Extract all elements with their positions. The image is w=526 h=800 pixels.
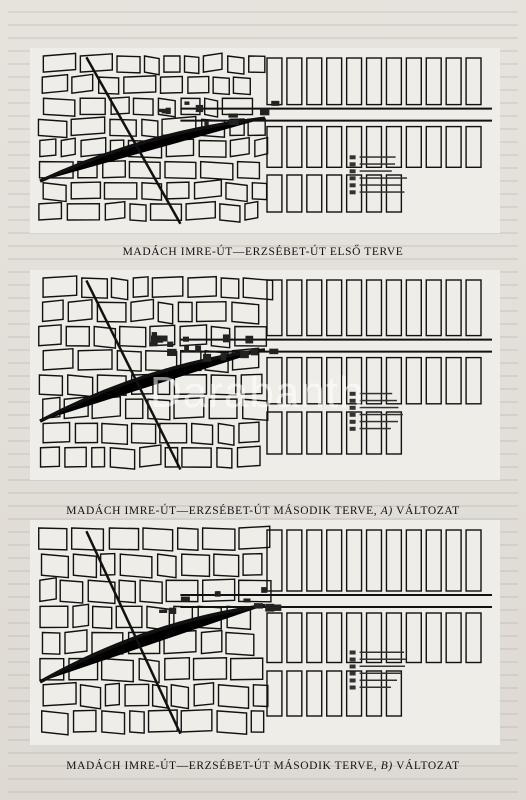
plan-2-caption-suffix: VÁLTOZAT	[396, 505, 460, 517]
plan-3-caption: MADÁCH IMRE-ÚT—ERZSÉBET-ÚT MÁSODIK TERVE…	[0, 760, 526, 772]
plan-1-caption-main: MADÁCH IMRE-ÚT—ERZSÉBET-ÚT ELSŐ TERVE	[122, 246, 404, 258]
plan-3-caption-variant: B)	[380, 760, 393, 772]
street-plan-drawing	[38, 525, 492, 736]
watermark: Darabanth	[150, 368, 365, 417]
plan-1-caption: MADÁCH IMRE-ÚT—ERZSÉBET-ÚT ELSŐ TERVE	[0, 246, 526, 258]
plan-2-caption-variant: A)	[380, 505, 393, 517]
plan-2-caption: MADÁCH IMRE-ÚT—ERZSÉBET-ÚT MÁSODIK TERVE…	[0, 505, 526, 517]
plan-3-caption-main: MADÁCH IMRE-ÚT—ERZSÉBET-ÚT MÁSODIK TERVE…	[66, 760, 378, 772]
plan-2-caption-main: MADÁCH IMRE-ÚT—ERZSÉBET-ÚT MÁSODIK TERVE…	[66, 505, 378, 517]
plan-3-map	[30, 520, 500, 745]
street-plan-drawing	[38, 275, 492, 471]
plan-1-map	[30, 48, 500, 233]
plan-3-caption-suffix: VÁLTOZAT	[396, 760, 460, 772]
plan-2-map	[30, 270, 500, 480]
street-plan-drawing	[37, 52, 492, 225]
